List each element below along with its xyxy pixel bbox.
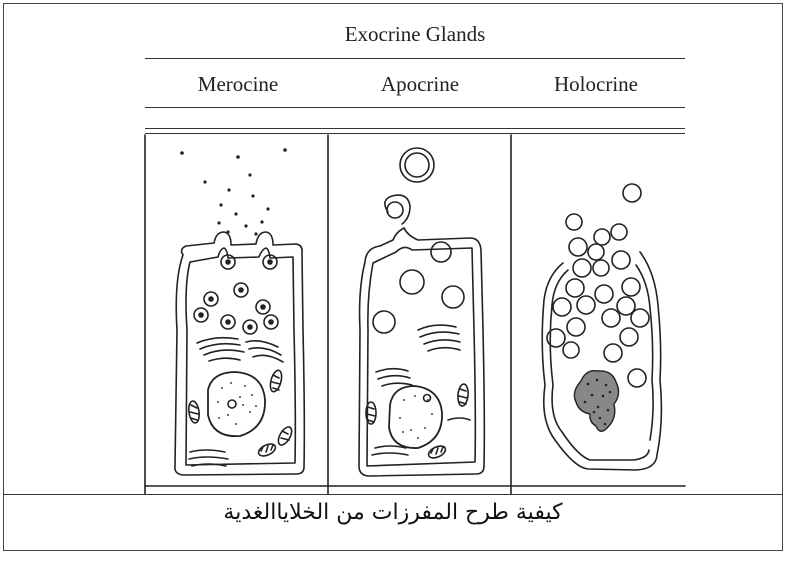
merocrine-chromatin (217, 382, 257, 425)
figure-caption: كيفية طرح المفرزات من الخلاياالغدية (3, 500, 783, 525)
apocrine-nucleolus (424, 395, 431, 402)
merocrine-nucleolus (228, 400, 236, 408)
holocrine-cell (542, 184, 661, 470)
merocrine-cell (175, 148, 304, 475)
apocrine-bud (385, 195, 410, 224)
apocrine-inner-membrane (367, 247, 475, 466)
merocrine-vesicles (194, 255, 278, 334)
merocrine-mitochondria (188, 369, 295, 458)
caption-divider (3, 494, 783, 495)
apocrine-outer-membrane (359, 228, 484, 476)
apocrine-cell (359, 148, 484, 476)
holocrine-vesicles (547, 214, 649, 387)
apocrine-golgi (376, 325, 460, 386)
apocrine-er (372, 418, 470, 455)
holocrine-free-vesicle (623, 184, 641, 202)
merocrine-golgi (197, 338, 283, 362)
merocrine-secretion-dots (180, 148, 287, 235)
merocrine-inner-membrane (186, 248, 295, 465)
